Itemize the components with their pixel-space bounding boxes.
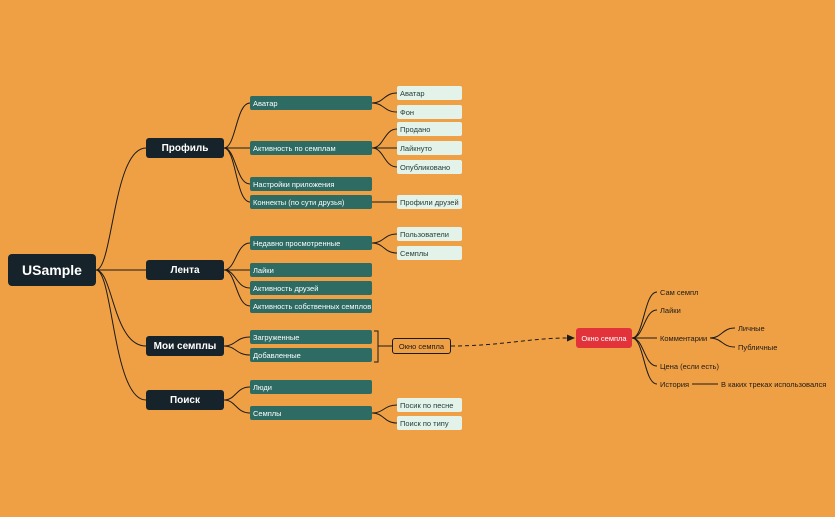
connector-comments-public — [709, 337, 736, 348]
connector-avatar-bg — [371, 102, 398, 113]
connector-search-people — [223, 386, 251, 401]
connector-samples-type — [371, 412, 398, 424]
profile-item-settings[interactable]: Настройки приложения — [250, 177, 372, 191]
profile-item-connects[interactable]: Коннекты (по сути друзья) — [250, 195, 372, 209]
category-my-samples[interactable]: Мои семплы — [146, 336, 224, 356]
feed-item-friends-activity[interactable]: Активность друзей — [250, 281, 372, 295]
category-feed[interactable]: Лента — [146, 260, 224, 280]
connector-window-likes — [631, 309, 658, 339]
search-item-people[interactable]: Люди — [250, 380, 372, 394]
leaf-liked[interactable]: Лайкнуто — [397, 141, 462, 155]
sample-window-node[interactable]: Окно семпла — [576, 328, 632, 348]
sample-window-item-comments[interactable]: Комментарии — [660, 333, 708, 343]
profile-item-activity[interactable]: Активность по семплам — [250, 141, 372, 155]
relation-dashed-line — [450, 337, 569, 347]
connector-comments-personal — [709, 327, 736, 339]
category-search[interactable]: Поиск — [146, 390, 224, 410]
sample-window-item-sample[interactable]: Сам семпл — [660, 287, 699, 297]
leaf-sold[interactable]: Продано — [397, 122, 462, 136]
connector-root-search — [95, 269, 147, 401]
connector-root-profile — [95, 147, 147, 271]
connector-root-my-samples — [95, 269, 147, 347]
leaf-search-by-song[interactable]: Посик по песне — [397, 398, 462, 412]
leaf-samples[interactable]: Семплы — [397, 246, 462, 260]
connector-avatar-avatar — [371, 92, 398, 104]
comments-leaf-personal[interactable]: Личные — [738, 323, 765, 333]
connector-recent-users — [371, 233, 398, 244]
connector-my-added — [223, 345, 251, 356]
feed-item-own-activity[interactable]: Активность собственных семплов — [250, 299, 372, 313]
feed-item-likes[interactable]: Лайки — [250, 263, 372, 277]
connector-profile-connects — [223, 147, 251, 203]
connector-feed-friends — [223, 269, 251, 289]
sample-window-group-node[interactable]: Окно семпла — [392, 338, 451, 354]
group-bracket — [374, 330, 392, 363]
connector-my-uploaded — [223, 336, 251, 347]
search-item-samples[interactable]: Семплы — [250, 406, 372, 420]
profile-item-avatar[interactable]: Аватар — [250, 96, 372, 110]
feed-item-recent[interactable]: Недавно просмотренные — [250, 236, 372, 250]
category-profile[interactable]: Профиль — [146, 138, 224, 158]
connector-activity-sold — [371, 128, 398, 149]
leaf-friend-profiles[interactable]: Профили друзей — [397, 195, 462, 209]
comments-leaf-public[interactable]: Публичные — [738, 342, 778, 352]
connector-window-history — [631, 337, 658, 385]
connector-window-sample — [631, 291, 658, 339]
relation-arrowhead — [567, 334, 575, 342]
connector-feed-own — [223, 269, 251, 307]
history-leaf-tracks[interactable]: В каких треках использовался — [721, 379, 827, 389]
connector-samples-song — [371, 404, 398, 414]
leaf-users[interactable]: Пользователи — [397, 227, 462, 241]
connector-feed-recent — [223, 242, 251, 271]
connector-profile-avatar — [223, 102, 251, 149]
connector-recent-samples — [371, 242, 398, 254]
sample-window-item-likes[interactable]: Лайки — [660, 305, 681, 315]
leaf-avatar[interactable]: Аватар — [397, 86, 462, 100]
my-samples-item-added[interactable]: Добавленные — [250, 348, 372, 362]
connector-search-samples — [223, 399, 251, 414]
my-samples-item-uploaded[interactable]: Загруженные — [250, 330, 372, 344]
sample-window-item-history[interactable]: История — [660, 379, 690, 389]
leaf-background[interactable]: Фон — [397, 105, 462, 119]
sample-window-item-price[interactable]: Цена (если есть) — [660, 361, 719, 371]
leaf-search-by-type[interactable]: Поиск по типу — [397, 416, 462, 430]
connector-activity-published — [371, 147, 398, 168]
leaf-published[interactable]: Опубликовано — [397, 160, 462, 174]
root-node[interactable]: USample — [8, 254, 96, 286]
